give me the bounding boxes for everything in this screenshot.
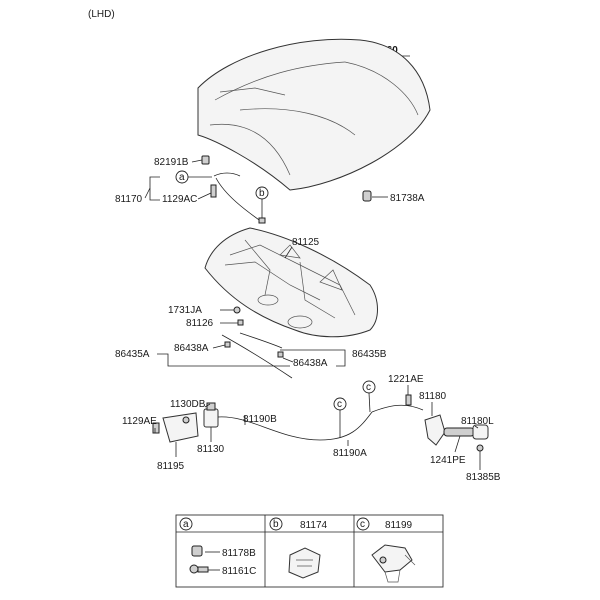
legend-a-key: a bbox=[183, 519, 189, 530]
bolt-1221AE bbox=[405, 394, 412, 406]
legend-b-circle bbox=[269, 517, 283, 531]
legend-a-part-2: 81161C bbox=[222, 566, 256, 577]
label-1731JA: 1731JA bbox=[168, 305, 202, 316]
hood-release-handle-81180 bbox=[424, 414, 489, 452]
label-81125: 81125 bbox=[292, 237, 320, 248]
label-82191B: 82191B bbox=[154, 157, 189, 168]
label-81385B: 81385B bbox=[466, 472, 501, 483]
label-81130: 81130 bbox=[197, 444, 225, 455]
bolt-1129AC bbox=[210, 184, 217, 198]
hood-stay-rod bbox=[210, 172, 263, 223]
label-1129AC: 1129AC bbox=[162, 194, 197, 205]
label-1129AE: 1129AE bbox=[122, 416, 157, 427]
label-86438A-left: 86438A bbox=[174, 343, 209, 354]
weatherstrip-86435A bbox=[221, 334, 293, 379]
callout-c-label-2: c bbox=[366, 382, 371, 393]
label-81180: 81180 bbox=[419, 391, 447, 402]
legend-part-81178B-icon bbox=[191, 545, 203, 557]
label-81126: 81126 bbox=[186, 318, 214, 329]
clip-81126 bbox=[237, 319, 244, 326]
variant-label: (LHD) bbox=[88, 9, 115, 20]
clip-81174 bbox=[258, 217, 266, 224]
weatherstrip-86435B bbox=[239, 332, 283, 349]
callout-b-label: b bbox=[259, 188, 265, 199]
legend-b-part: 81174 bbox=[300, 520, 328, 531]
legend-c-circle bbox=[356, 517, 370, 531]
bracket-81170 bbox=[149, 176, 160, 201]
label-81190A: 81190A bbox=[333, 448, 367, 459]
release-cable-81190A bbox=[371, 404, 424, 413]
legend-clip-81174-icon bbox=[288, 547, 321, 579]
fastener-1731JA bbox=[233, 306, 241, 314]
clip-86438A-left bbox=[224, 341, 231, 348]
release-cable-81190B bbox=[217, 411, 373, 441]
label-1241PE: 1241PE bbox=[430, 455, 466, 466]
bumper-81738A bbox=[362, 190, 372, 202]
label-86435B: 86435B bbox=[352, 349, 387, 360]
legend-c-key: c bbox=[360, 519, 365, 530]
legend-a-circle bbox=[179, 517, 193, 531]
label-86435A: 86435A bbox=[115, 349, 150, 360]
callout-a-label: a bbox=[179, 172, 185, 183]
legend-a-part-1: 81178B bbox=[222, 548, 256, 559]
clip-86438A-right bbox=[277, 351, 284, 358]
label-81190B: 81190B bbox=[243, 414, 277, 425]
legend-bracket-81199-icon bbox=[371, 544, 416, 583]
label-81195: 81195 bbox=[157, 461, 185, 472]
label-86438A-right: 86438A bbox=[293, 358, 328, 369]
bolt-1129AE bbox=[152, 422, 160, 434]
latch-bracket-81195 bbox=[162, 412, 199, 443]
label-81180L: 81180L bbox=[461, 416, 494, 427]
callout-c-label-1: c bbox=[337, 399, 342, 410]
hood-insulator-pad bbox=[204, 227, 378, 338]
bracket-86435B bbox=[280, 349, 346, 367]
label-1221AE: 1221AE bbox=[388, 374, 424, 385]
bumper-stop-82191B bbox=[201, 155, 210, 165]
hood-latch-81130 bbox=[203, 402, 219, 428]
label-1130DB: 1130DB bbox=[170, 399, 206, 410]
legend-c-part: 81199 bbox=[385, 520, 413, 531]
bracket-86435A bbox=[157, 353, 290, 367]
legend-part-81161C-icon bbox=[189, 564, 199, 574]
legend-b-key: b bbox=[273, 519, 279, 530]
hood-panel bbox=[197, 38, 431, 191]
label-81170: 81170 bbox=[115, 194, 143, 205]
label-81738A: 81738A bbox=[390, 193, 425, 204]
